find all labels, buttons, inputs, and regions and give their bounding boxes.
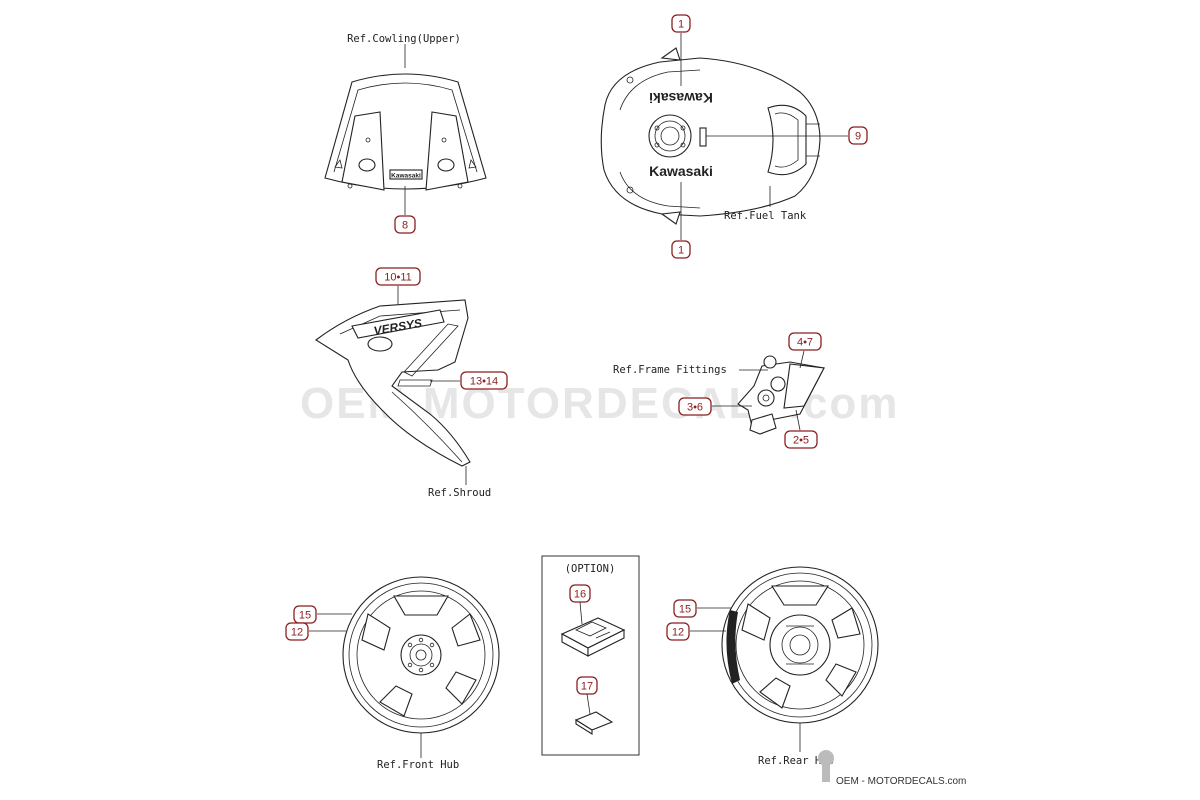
callout-17: 17 xyxy=(576,676,598,695)
svg-text:17: 17 xyxy=(581,681,593,693)
callout-10-11: 10•11 xyxy=(375,267,421,286)
callout-9: 9 xyxy=(848,126,868,145)
cowling-logo: Kawasaki xyxy=(391,173,421,180)
callout-13-14: 13•14 xyxy=(460,371,508,390)
cowling-upper: Kawasaki xyxy=(324,73,487,191)
ref-shroud: Ref.Shroud xyxy=(428,487,491,499)
fuel-tank: Kawasaki Kawasaki xyxy=(600,47,821,225)
svg-text:12: 12 xyxy=(672,627,684,639)
svg-text:3•6: 3•6 xyxy=(687,402,703,414)
ref-cowling-upper: Ref.Cowling(Upper) xyxy=(347,33,461,45)
ref-fuel-tank: Ref.Fuel Tank xyxy=(724,210,807,222)
option-label: (OPTION) xyxy=(565,563,616,575)
svg-text:16: 16 xyxy=(574,589,586,601)
ref-rear-hub: Ref.Rear Hub xyxy=(758,755,834,767)
rear-wheel xyxy=(721,566,879,724)
front-wheel xyxy=(342,576,500,734)
callout-12-front: 12 xyxy=(285,622,309,641)
option-part-16 xyxy=(560,617,626,657)
svg-text:12: 12 xyxy=(291,627,303,639)
svg-text:2•5: 2•5 xyxy=(793,435,809,447)
ref-front-hub: Ref.Front Hub xyxy=(377,759,459,771)
svg-text:15: 15 xyxy=(299,610,311,622)
footer-watermark: OEM - MOTORDECALS.com xyxy=(818,750,966,787)
ref-frame-fittings: Ref.Frame Fittings xyxy=(613,364,727,376)
callout-3-6: 3•6 xyxy=(678,397,712,416)
callout-16: 16 xyxy=(569,584,591,603)
svg-text:9: 9 xyxy=(855,131,861,143)
svg-text:10•11: 10•11 xyxy=(384,272,412,284)
callout-15-rear: 15 xyxy=(673,599,697,618)
svg-text:15: 15 xyxy=(679,604,691,616)
tank-logo-bottom: Kawasaki xyxy=(649,163,713,179)
callout-1-bottom: 1 xyxy=(671,240,691,259)
callout-8: 8 xyxy=(394,215,416,234)
shroud: VERSYS xyxy=(315,299,471,467)
callout-2-5: 2•5 xyxy=(784,430,818,449)
tank-logo-top: Kawasaki xyxy=(649,90,713,106)
svg-text:1: 1 xyxy=(678,19,684,31)
svg-text:4•7: 4•7 xyxy=(797,337,813,349)
svg-text:1: 1 xyxy=(678,245,684,257)
callout-1-top: 1 xyxy=(671,14,691,33)
svg-text:8: 8 xyxy=(402,220,408,232)
frame-fittings xyxy=(737,355,825,435)
callout-12-rear: 12 xyxy=(666,622,690,641)
option-box: (OPTION) xyxy=(541,555,640,756)
footer-text: OEM - MOTORDECALS.com xyxy=(836,776,966,787)
callout-15-front: 15 xyxy=(293,605,317,624)
option-part-17 xyxy=(574,711,614,735)
svg-text:13•14: 13•14 xyxy=(470,376,498,388)
callout-4-7: 4•7 xyxy=(788,332,822,351)
